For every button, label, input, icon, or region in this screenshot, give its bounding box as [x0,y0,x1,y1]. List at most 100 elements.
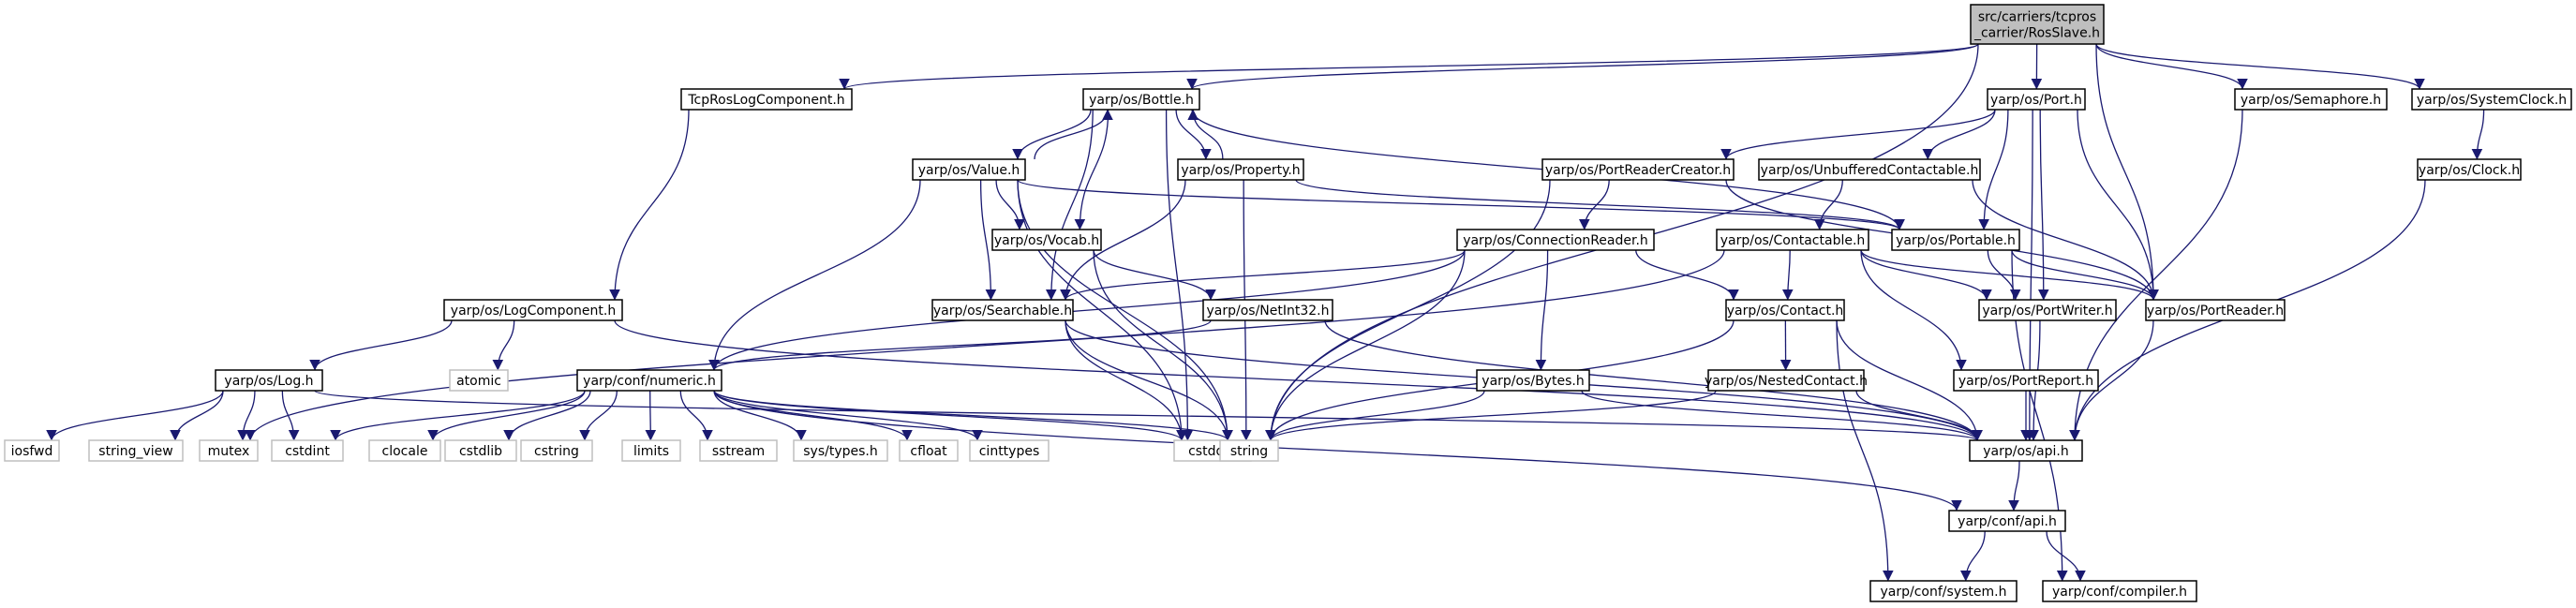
edge-arrow [1265,390,1717,441]
edge-numeric-to-cfloat [713,390,913,441]
node-mutex: mutex [199,439,259,462]
edge-contactable-to-portreader [1860,249,2159,301]
node-logcomp[interactable]: yarp/os/LogComponent.h [443,299,623,321]
node-confcompiler[interactable]: yarp/conf/compiler.h [2042,580,2197,602]
edge-prcreator-to-connreader [1578,179,1610,230]
edge-arrow [2095,43,2159,301]
edge-arrow [2046,530,2086,582]
edge-contactable-to-contact [1781,249,1794,301]
edge-arrow [1972,179,2159,301]
edge-arrow [2095,43,2248,90]
node-label: yarp/conf/api.h [1958,514,2057,529]
node-searchable[interactable]: yarp/os/Searchable.h [931,299,1074,321]
node-label: cstdint [285,444,330,459]
node-box [969,439,1050,462]
edge-arrow [2069,109,2243,441]
edge-arrow [314,390,1983,441]
node-bytes[interactable]: yarp/os/Bytes.h [1476,369,1590,392]
edge-arrow [281,390,300,441]
node-prcreator[interactable]: yarp/os/PortReaderCreator.h [1541,158,1735,181]
node-box [2042,580,2197,602]
node-contactable[interactable]: yarp/os/Contactable.h [1716,229,1869,251]
node-connreader[interactable]: yarp/os/ConnectionReader.h [1456,229,1655,251]
node-tcplog[interactable]: TcpRosLogComponent.h [680,88,853,111]
edge-arrow [309,319,453,371]
node-portreport[interactable]: yarp/os/PortReport.h [1953,369,2099,392]
edge-arrow [245,249,1725,441]
node-box [443,299,623,321]
node-portable[interactable]: yarp/os/Portable.h [1891,229,2020,251]
node-label: yarp/os/PortReader.h [2147,304,2284,319]
edge-port-to-portwriter [2037,109,2049,301]
node-box [1987,88,2086,111]
node-unbuffered[interactable]: yarp/os/UnbufferedContactable.h [1758,158,1981,181]
node-root[interactable]: src/carriers/tcpros_carrier/RosSlave.h [1970,4,2105,45]
edge-arrow [1017,179,1187,441]
node-box [88,439,184,462]
edge-semaphore-to-osapi [2069,109,2243,441]
node-bottle[interactable]: yarp/os/Bottle.h [1082,88,1200,111]
node-systypes: sys/types.h [793,439,888,462]
node-cstring: cstring [520,439,593,462]
node-confsystem[interactable]: yarp/conf/system.h [1869,580,2018,602]
edge-arrow [427,390,586,441]
node-box [2411,88,2572,111]
node-nested[interactable]: yarp/os/NestedContact.h [1705,369,1868,392]
node-property[interactable]: yarp/os/Property.h [1177,158,1304,181]
edge-arrow [839,43,1979,90]
edge-connreader-to-searchable [1060,249,1466,301]
edge-log-to-iosfwd [46,390,224,441]
node-box [1177,158,1304,181]
node-label: yarp/os/ConnectionReader.h [1463,233,1648,248]
edge-arrow [609,109,690,301]
node-label: yarp/os/Vocab.h [994,233,1099,248]
node-label: cstring [534,444,579,459]
node-label: sys/types.h [803,444,877,459]
node-sysclock[interactable]: yarp/os/SystemClock.h [2411,88,2572,111]
edge-arrow [2471,109,2485,160]
node-value[interactable]: yarp/os/Value.h [912,158,1026,181]
edge-root-to-sysclock [2095,43,2425,90]
node-box [368,439,441,462]
edge-vocab-to-netint32 [1093,249,1216,301]
node-label: yarp/os/Clock.h [2419,163,2520,178]
node-log[interactable]: yarp/os/Log.h [215,369,323,392]
node-limits: limits [621,439,681,462]
node-label: yarp/os/api.h [1983,444,2068,459]
node-portreader[interactable]: yarp/os/PortReader.h [2145,299,2286,321]
edge-bytes-to-osapi [1581,390,1983,441]
node-osapi[interactable]: yarp/os/api.h [1969,439,2083,462]
edge-arrow [1186,43,1979,90]
node-box [699,439,778,462]
edge-arrow [1295,179,1905,230]
node-portwriter[interactable]: yarp/os/PortWriter.h [1978,299,2117,321]
node-vocab[interactable]: yarp/os/Vocab.h [991,229,1102,251]
edge-arrow [1959,530,1986,582]
node-netint32[interactable]: yarp/os/NetInt32.h [1202,299,1333,321]
edge-port-to-prcreator [1720,109,1996,160]
node-box [520,439,593,462]
edge-arrow [708,249,1466,371]
node-box [912,158,1026,181]
edge-log-to-osapi [314,390,1983,441]
node-contact[interactable]: yarp/os/Contact.h [1725,299,1845,321]
edge-value-to-string [1017,179,1233,441]
node-confapi[interactable]: yarp/conf/api.h [1948,510,2066,532]
node-port[interactable]: yarp/os/Port.h [1987,88,2086,111]
node-numeric[interactable]: yarp/conf/numeric.h [576,369,722,392]
node-box [1969,439,2083,462]
edge-arrow [1860,249,1992,301]
node-box [991,229,1102,251]
edge-osapi-to-confapi [2008,460,2020,512]
edge-root-to-bottle [1186,43,1979,90]
node-clock[interactable]: yarp/os/Clock.h [2417,158,2522,181]
node-semaphore[interactable]: yarp/os/Semaphore.h [2234,88,2388,111]
edge-arrow [2095,43,2425,90]
edge-value-to-vocab [995,179,1025,230]
edge-value-to-searchable [979,179,997,301]
node-box [1716,229,1869,251]
edge-arrow [1060,179,1186,301]
node-string: string [1219,439,1279,462]
edge-arrow [1065,319,1233,441]
edge-bottle-to-vocab [1074,109,1109,230]
